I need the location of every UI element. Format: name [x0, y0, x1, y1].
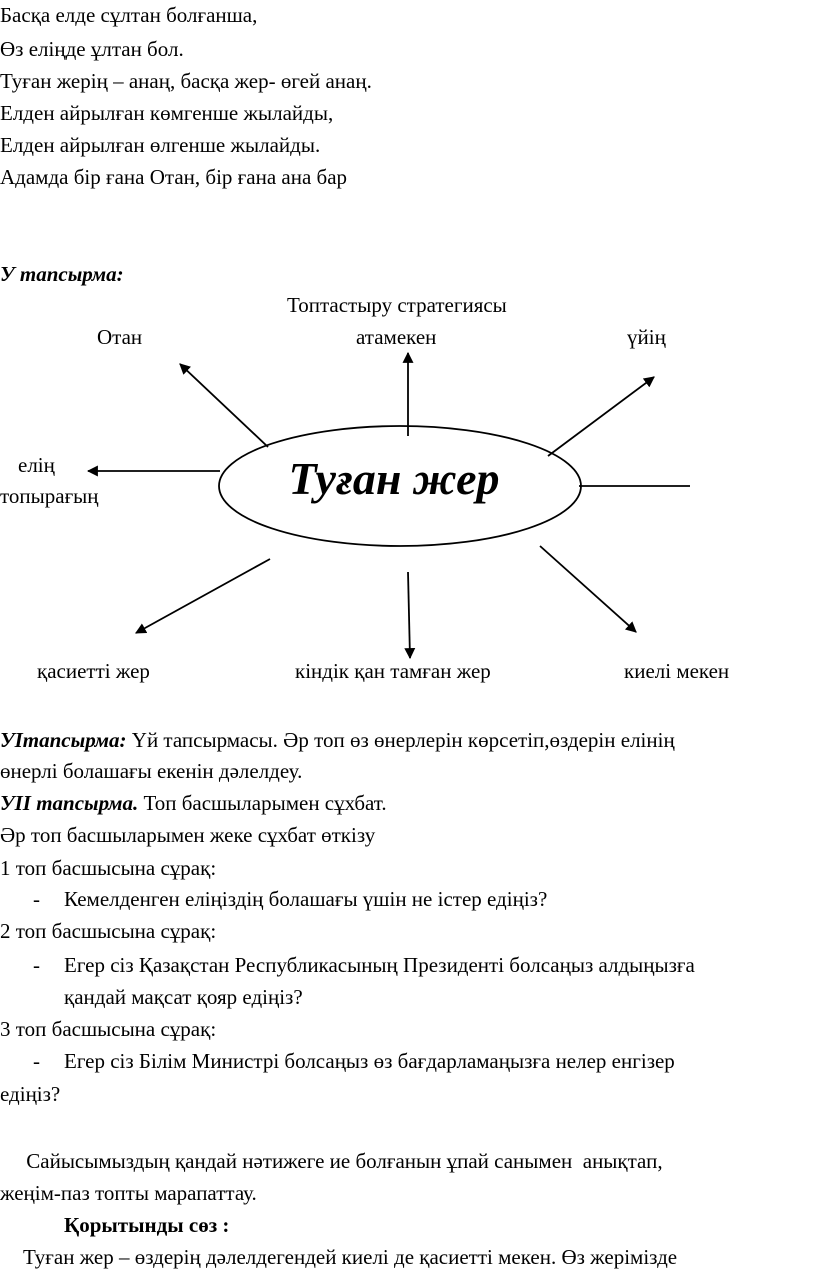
label-otan: Отан — [97, 325, 142, 349]
label-atameken: атамекен — [356, 325, 436, 349]
label-kieli: киелі мекен — [624, 659, 729, 683]
closing-line-2: жеңім-паз топты марапаттау. — [0, 1181, 257, 1205]
arrow-otan — [179, 363, 269, 448]
closing-line-1: Сайысымыздың қандай нәтижеге ие болғанын… — [0, 1149, 663, 1173]
q3-heading: 3 топ басшысына сұрақ: — [0, 1017, 217, 1041]
arrow-uiin — [547, 376, 655, 457]
arrow-kindik — [404, 571, 416, 660]
q2-text-2: қандай мақсат қояр едіңіз? — [64, 985, 303, 1009]
label-kasietti: қасиетті жер — [37, 659, 150, 683]
task7-intro: Әр топ басшыларымен жеке сұхбат өткізу — [0, 823, 376, 847]
task7-label: УІІ тапсырма. — [0, 791, 139, 815]
poem-line-5: Елден айрылған өлгенше жылайды. — [0, 133, 321, 157]
q1-heading: 1 топ басшысына сұрақ: — [0, 856, 217, 880]
poem-line-4: Елден айрылған көмгенше жылайды, — [0, 101, 334, 125]
task6-text: Үй тапсырмасы. Әр топ өз өнерлерін көрсе… — [126, 728, 675, 752]
closing-heading: Қорытынды сөз : — [64, 1213, 230, 1237]
task7-line: УІІ тапсырма. Топ басшыларымен сұхбат. — [0, 790, 387, 816]
poem-line-2: Өз еліңде ұлтан бол. — [0, 37, 184, 61]
q2-text-1: Егер сіз Қазақстан Республикасының Прези… — [64, 953, 695, 977]
q1-text: Кемелденген еліңіздің болашағы үшін не і… — [64, 887, 548, 911]
label-kindik: кіндік қан тамған жер — [295, 659, 491, 683]
poem-line-1: Басқа елде сұлтан болғанша, — [0, 3, 258, 27]
task6-line-2: өнерлі болашағы екенін дәлелдеу. — [0, 759, 303, 783]
poem-line-6: Адамда бір ғана Отан, бір ғана ана бар — [0, 165, 348, 189]
q3-text-1: Егер сіз Білім Министрі болсаңыз өз бағд… — [64, 1049, 675, 1073]
poem-line-3: Туған жерің – анаң, басқа жер- өгей анаң… — [0, 69, 372, 93]
task5-label: У тапсырма: — [0, 262, 124, 286]
diagram-title: Топтастыру стратегиясы — [287, 293, 507, 317]
q1-dash: - — [33, 887, 40, 911]
arrow-kasietti — [135, 558, 271, 634]
task6-label: УІтапсырма: — [0, 728, 127, 752]
cluster-diagram: Топтастыру стратегиясы Отан атамекен үйі… — [0, 293, 729, 683]
q2-dash: - — [33, 953, 40, 977]
q2-heading: 2 топ басшысына сұрақ: — [0, 919, 217, 943]
task6-line-1: УІтапсырма: Үй тапсырмасы. Әр топ өз өне… — [0, 727, 675, 753]
label-elin: елің — [18, 453, 56, 477]
arrow-kieli — [539, 545, 637, 633]
task7-text: Топ басшыларымен сұхбат. — [138, 791, 387, 815]
label-uiin: үйің — [627, 325, 667, 349]
label-topyragyn: топырағың — [0, 484, 99, 508]
q3-dash: - — [33, 1049, 40, 1073]
closing-final: Туған жер – өздерің дәлелдегендей киелі … — [23, 1245, 678, 1269]
q3-text-2: едіңіз? — [0, 1082, 61, 1106]
center-label: Туған жер — [288, 453, 499, 504]
